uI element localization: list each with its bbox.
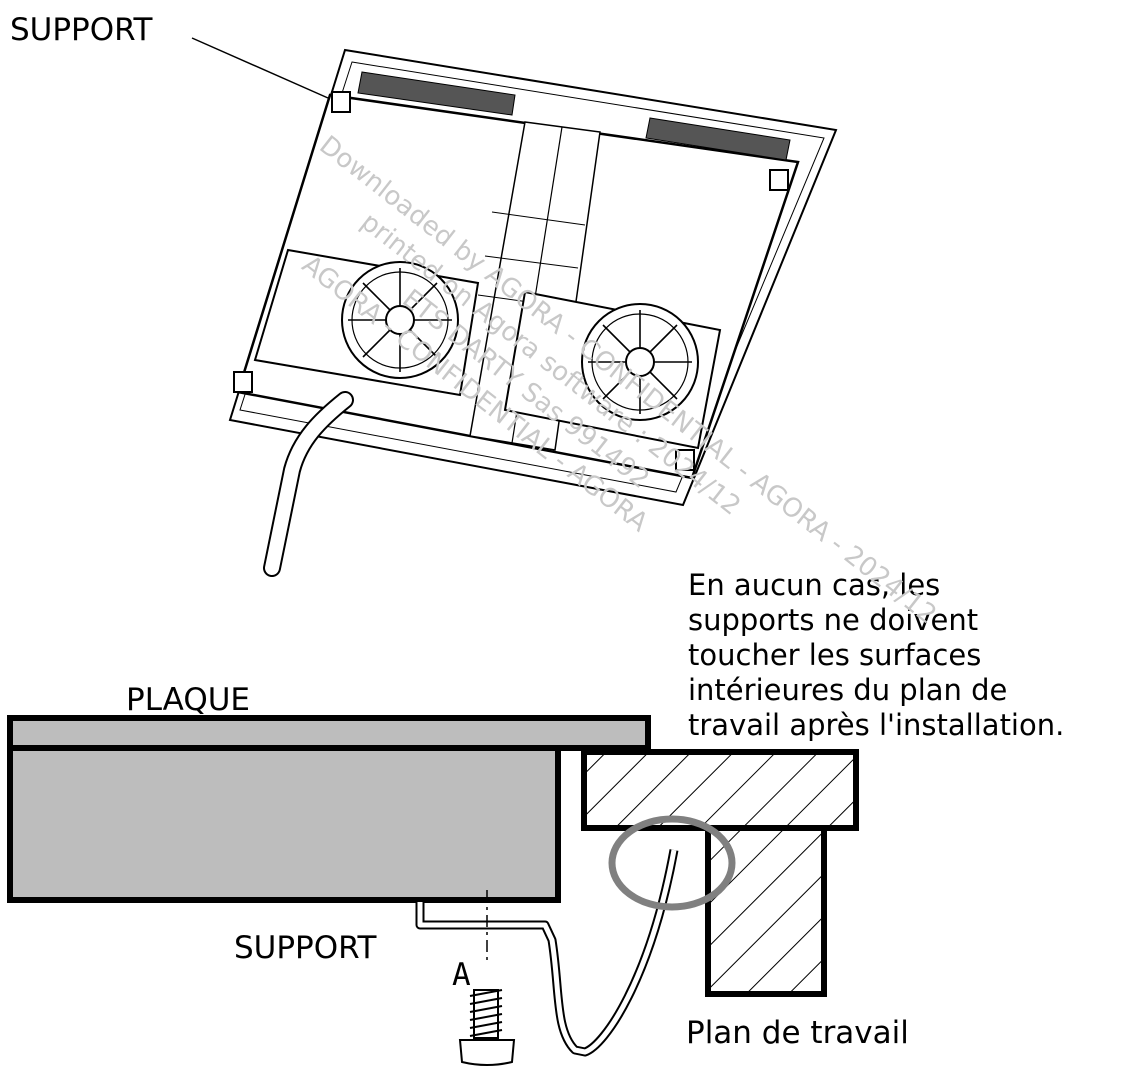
support-top-label: SUPPORT (10, 12, 153, 48)
support-bracket-right (769, 169, 789, 191)
note-line-1: En aucun cas, les (688, 568, 940, 602)
note-line-2: supports ne doivent (688, 603, 978, 637)
fan-blades-left (348, 268, 452, 372)
support-bracket-bottom-right (675, 449, 695, 471)
support-top-leader (191, 37, 329, 99)
support-bracket-top-left (331, 91, 351, 113)
rear-vent-left (357, 71, 516, 116)
worktop-top (581, 749, 859, 831)
note-line-3: toucher les surfaces (688, 638, 981, 672)
screw-letter-label: A (452, 957, 471, 993)
fan-blades-right (588, 310, 692, 414)
note-line-4: intérieures du plan de (688, 673, 1007, 707)
plaque-label: PLAQUE (126, 682, 250, 718)
screw-icon (458, 989, 516, 1066)
worktop-label: Plan de travail (686, 1015, 909, 1051)
plaque-body (7, 745, 561, 903)
installation-cross-section (7, 715, 859, 1066)
center-channel (469, 121, 601, 451)
note-line-5: travail après l'installation. (688, 708, 1064, 742)
plaque-glass (7, 715, 651, 751)
worktop-leg (705, 825, 827, 997)
cooktop-underside-illustration (228, 48, 838, 577)
support-bracket-left (233, 371, 253, 393)
support-bottom-label: SUPPORT (234, 930, 377, 966)
warning-note: En aucun cas, les supports ne doivent to… (688, 568, 1064, 742)
rear-vent-right (645, 117, 791, 161)
contact-zone-ring (608, 815, 736, 911)
